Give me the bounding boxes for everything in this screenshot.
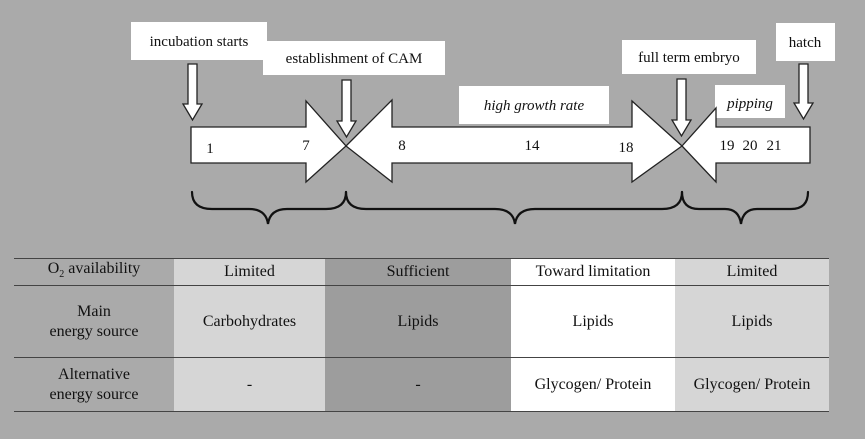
energy-table: O2 availability Limited Sufficient Towar… xyxy=(14,257,829,413)
down-arrow-incubation xyxy=(181,63,204,122)
label-incubation-starts: incubation starts xyxy=(131,22,267,60)
o2-period-2: Sufficient xyxy=(325,257,511,286)
alt-period-1: - xyxy=(174,357,325,413)
day-14: 14 xyxy=(525,138,541,154)
main-period-4: Lipids xyxy=(675,285,829,358)
o2-prefix: O xyxy=(47,260,60,277)
o2-period-1: Limited xyxy=(174,257,325,286)
down-arrow-cam xyxy=(335,79,358,139)
day-8: 8 xyxy=(398,138,406,154)
row-header-alternative-energy: Alternative energy source xyxy=(14,357,174,413)
arrow-days-19-21 xyxy=(681,106,811,184)
main-period-2: Lipids xyxy=(325,285,511,358)
label-hatch-text: hatch xyxy=(789,35,822,51)
label-full-term-embryo: full term embryo xyxy=(622,40,756,74)
day-21: 21 xyxy=(767,138,782,154)
timeline: incubation starts establishment of CAM f… xyxy=(131,22,835,225)
label-incubation-starts-text: incubation starts xyxy=(150,34,249,50)
main-header-line-2: energy source xyxy=(49,322,139,340)
brace-period-3 xyxy=(680,190,810,225)
label-full-term-embryo-text: full term embryo xyxy=(638,50,740,66)
label-high-growth-rate: high growth rate xyxy=(459,86,609,124)
day-19: 19 xyxy=(720,138,735,154)
o2-period-4: Limited xyxy=(675,257,829,286)
brace-period-1 xyxy=(190,190,348,225)
row-header-o2-availability: O2 availability xyxy=(14,257,174,286)
arrow-days-1-7 xyxy=(190,99,347,184)
alt-period-4: Glycogen/ Protein xyxy=(675,357,829,413)
row-header-main-energy: Main energy source xyxy=(14,285,174,358)
o2-subscript: 2 xyxy=(59,269,65,281)
alt-header-line-1: Alternative xyxy=(58,365,130,383)
day-7: 7 xyxy=(302,138,310,154)
label-hatch: hatch xyxy=(776,23,835,61)
down-arrow-hatch xyxy=(792,63,815,121)
alt-period-2: - xyxy=(325,357,511,413)
main-header-line-1: Main xyxy=(77,302,111,320)
brace-period-2 xyxy=(344,190,684,225)
alt-period-3: Glycogen/ Protein xyxy=(511,357,675,413)
label-establishment-cam: establishment of CAM xyxy=(263,41,445,75)
day-1: 1 xyxy=(206,141,214,157)
table-row-main-energy: Main energy source Carbohydrates Lipids L… xyxy=(14,285,829,358)
label-establishment-cam-text: establishment of CAM xyxy=(286,51,423,67)
label-pipping: pipping xyxy=(715,85,785,118)
main-period-1: Carbohydrates xyxy=(174,285,325,358)
table-row-alternative-energy: Alternative energy source - - Glycogen/ P… xyxy=(14,357,829,413)
o2-period-3: Toward limitation xyxy=(511,257,675,286)
label-pipping-text: pipping xyxy=(726,96,773,112)
alt-header-line-2: energy source xyxy=(49,385,139,403)
day-18: 18 xyxy=(619,140,634,156)
o2-suffix: availability xyxy=(64,260,141,277)
label-high-growth-rate-text: high growth rate xyxy=(484,98,585,114)
table-row-o2-availability: O2 availability Limited Sufficient Towar… xyxy=(14,257,829,286)
main-period-3: Lipids xyxy=(511,285,675,358)
day-20: 20 xyxy=(743,138,758,154)
down-arrow-full-term xyxy=(670,78,693,138)
